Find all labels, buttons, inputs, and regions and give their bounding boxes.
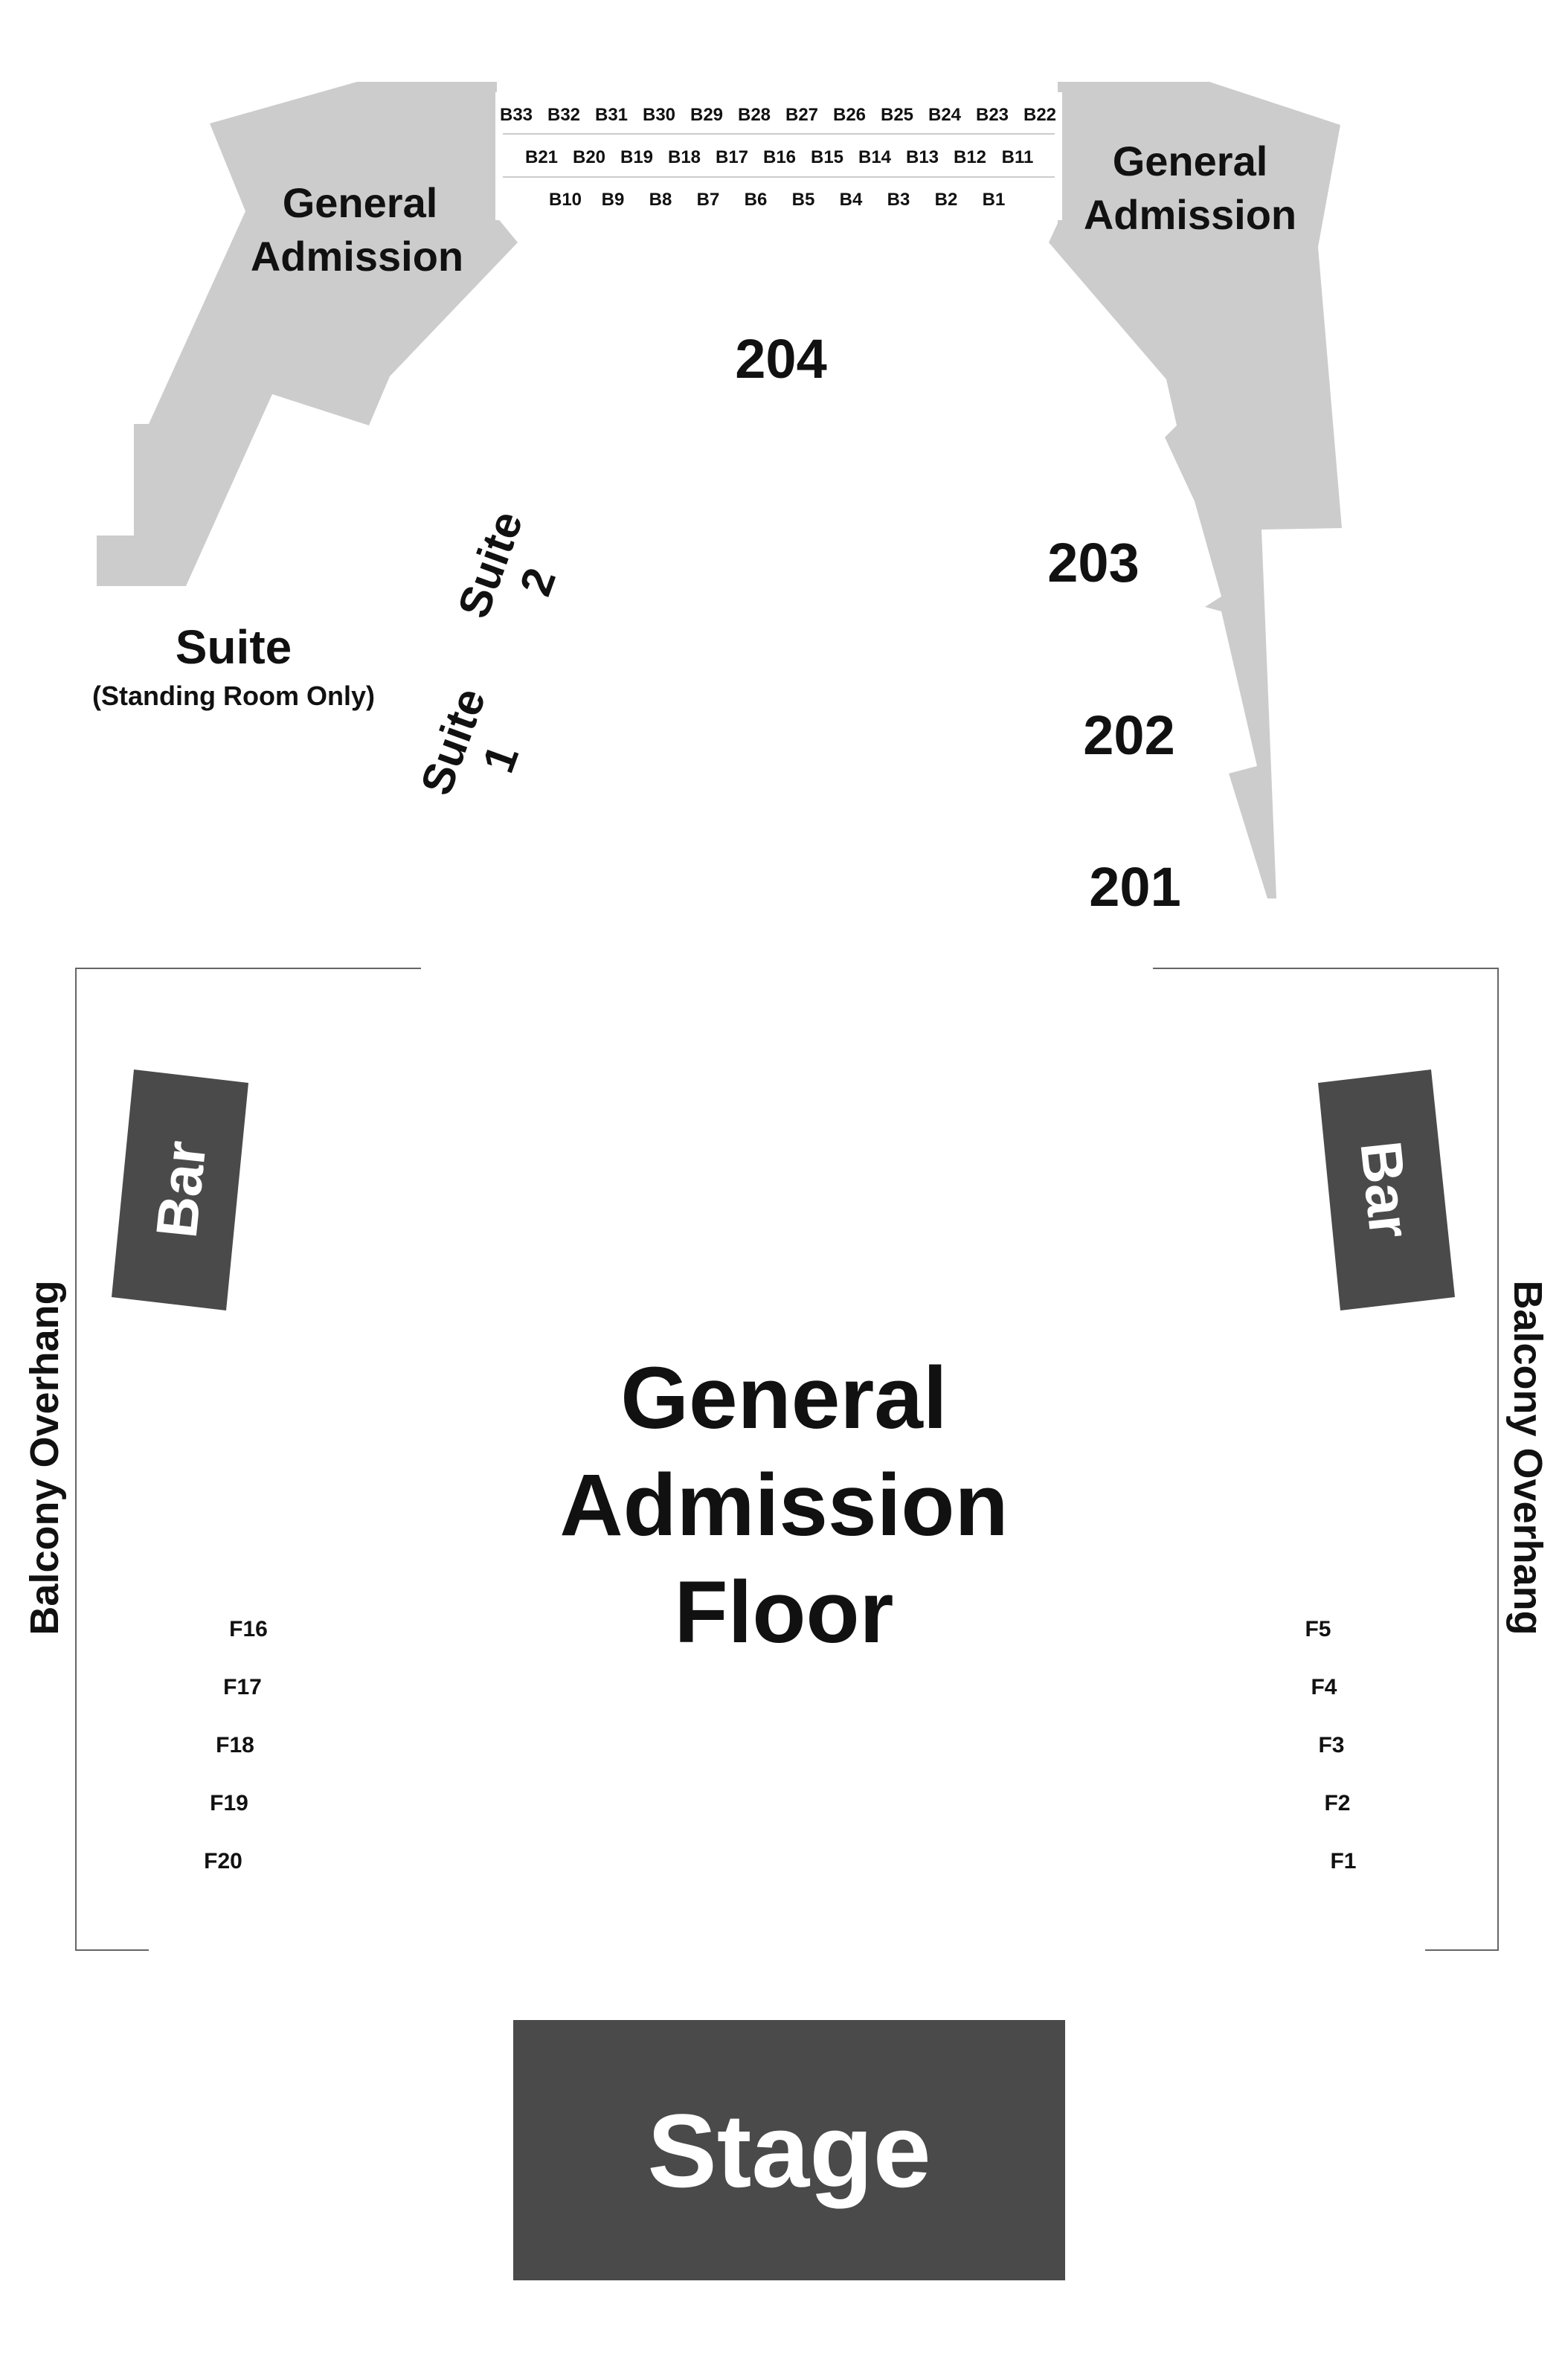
balcony-ga-right-area[interactable] — [1049, 82, 1342, 898]
floor-outline-left — [75, 968, 421, 1951]
box-seat[interactable]: B10 — [549, 190, 582, 210]
box-seat[interactable]: B4 — [840, 190, 863, 210]
box-seat[interactable]: B31 — [595, 105, 628, 125]
box-seat[interactable]: B33 — [500, 105, 533, 125]
box-seat[interactable]: B11 — [1002, 147, 1034, 167]
box-seat[interactable]: B27 — [785, 105, 818, 125]
bar-left-label: Bar — [144, 1138, 219, 1241]
box-seat[interactable]: B24 — [928, 105, 962, 125]
suite-2-number: 2 — [510, 562, 565, 602]
ga-floor-line-3: Floor — [675, 1563, 894, 1662]
box-seat[interactable]: B28 — [738, 105, 771, 125]
ga-left-label-line-1: General — [283, 179, 438, 226]
stage-label: Stage — [647, 2092, 931, 2209]
ga-floor-line-1: General — [620, 1349, 947, 1447]
box-seat[interactable]: B13 — [906, 147, 939, 167]
box-seat[interactable]: B19 — [620, 147, 653, 167]
ga-left-label-line-2: Admission — [251, 233, 463, 280]
box-seat[interactable]: B5 — [792, 190, 815, 210]
section-202[interactable]: 202 — [1083, 704, 1174, 766]
ga-floor-line-2: Admission — [559, 1456, 1008, 1554]
box-seat[interactable]: B6 — [745, 190, 768, 210]
balcony-ga-left-area[interactable] — [97, 82, 518, 586]
floor-seat[interactable]: F5 — [1305, 1617, 1331, 1641]
box-seat[interactable]: B16 — [763, 147, 796, 167]
bar-right-label: Bar — [1348, 1138, 1423, 1241]
suite-1-label[interactable]: Suite 1 — [411, 682, 543, 819]
stage-shape — [513, 2020, 1065, 2280]
box-seats-row-3: B10 B9 B8 B7 B6 B5 B4 B3 B2 B1 — [549, 190, 1005, 210]
box-seat[interactable]: B26 — [833, 105, 866, 125]
floor-seat[interactable]: F18 — [216, 1733, 254, 1757]
box-seat[interactable]: B18 — [668, 147, 701, 167]
balcony-overhang-left-label: Balcony Overhang — [22, 1280, 67, 1635]
box-seat[interactable]: B7 — [697, 190, 720, 210]
balcony-overhang-right-label: Balcony Overhang — [1505, 1280, 1550, 1635]
suite-1-number: 1 — [473, 739, 528, 779]
ga-floor-label[interactable]: General Admission Floor — [559, 1349, 1008, 1662]
floor-seat[interactable]: F20 — [204, 1849, 242, 1874]
floor-seat[interactable]: F17 — [223, 1675, 262, 1699]
floor-seat[interactable]: F16 — [229, 1617, 268, 1641]
box-seats-row-1: B33 B32 B31 B30 B29 B28 B27 B26 B25 B24 … — [500, 105, 1056, 125]
suite-standing-title[interactable]: Suite — [176, 620, 292, 674]
suite-standing-note: (Standing Room Only) — [92, 681, 375, 711]
section-201[interactable]: 201 — [1089, 856, 1180, 918]
box-seat[interactable]: B21 — [525, 147, 558, 167]
bar-right-shape — [1318, 1070, 1455, 1310]
floor-seats-right: F5 F4 F3 F2 F1 — [1305, 1617, 1356, 1874]
box-seat[interactable]: B23 — [976, 105, 1009, 125]
box-seat[interactable]: B29 — [690, 105, 723, 125]
floor-seats-left: F16 F17 F18 F19 F20 — [204, 1617, 268, 1874]
box-seat[interactable]: B8 — [649, 190, 672, 210]
floor-seat[interactable]: F19 — [210, 1791, 248, 1815]
box-seat[interactable]: B20 — [573, 147, 605, 167]
box-seats-panel — [495, 92, 1062, 220]
box-seat[interactable]: B3 — [887, 190, 910, 210]
floor-outline-right — [1153, 968, 1499, 1951]
ga-right-label-line-1: General — [1113, 138, 1268, 184]
box-seat[interactable]: B1 — [983, 190, 1006, 210]
box-seat[interactable]: B22 — [1023, 105, 1056, 125]
section-204[interactable]: 204 — [735, 328, 826, 390]
floor-seat[interactable]: F3 — [1318, 1733, 1344, 1757]
bar-left[interactable]: Bar — [112, 1070, 248, 1310]
box-seat[interactable]: B17 — [716, 147, 748, 167]
box-seat[interactable]: B25 — [881, 105, 913, 125]
box-seat[interactable]: B15 — [811, 147, 843, 167]
box-seat[interactable]: B30 — [643, 105, 675, 125]
stage[interactable]: Stage — [513, 2020, 1065, 2280]
section-203[interactable]: 203 — [1047, 532, 1139, 594]
box-seat[interactable]: B2 — [935, 190, 958, 210]
ga-right-label-line-2: Admission — [1084, 191, 1296, 238]
floor-seat[interactable]: F4 — [1311, 1675, 1337, 1699]
bar-left-shape — [112, 1070, 248, 1310]
box-seat[interactable]: B32 — [547, 105, 580, 125]
box-seat[interactable]: B14 — [858, 147, 892, 167]
floor-seat[interactable]: F1 — [1330, 1849, 1356, 1874]
box-seats-row-2: B21 B20 B19 B18 B17 B16 B15 B14 B13 B12 … — [525, 147, 1033, 167]
floor-seat[interactable]: F2 — [1324, 1791, 1350, 1815]
suite-2-label[interactable]: Suite 2 — [449, 505, 580, 642]
box-seat[interactable]: B9 — [602, 190, 625, 210]
bar-right[interactable]: Bar — [1318, 1070, 1455, 1310]
box-seat[interactable]: B12 — [954, 147, 986, 167]
